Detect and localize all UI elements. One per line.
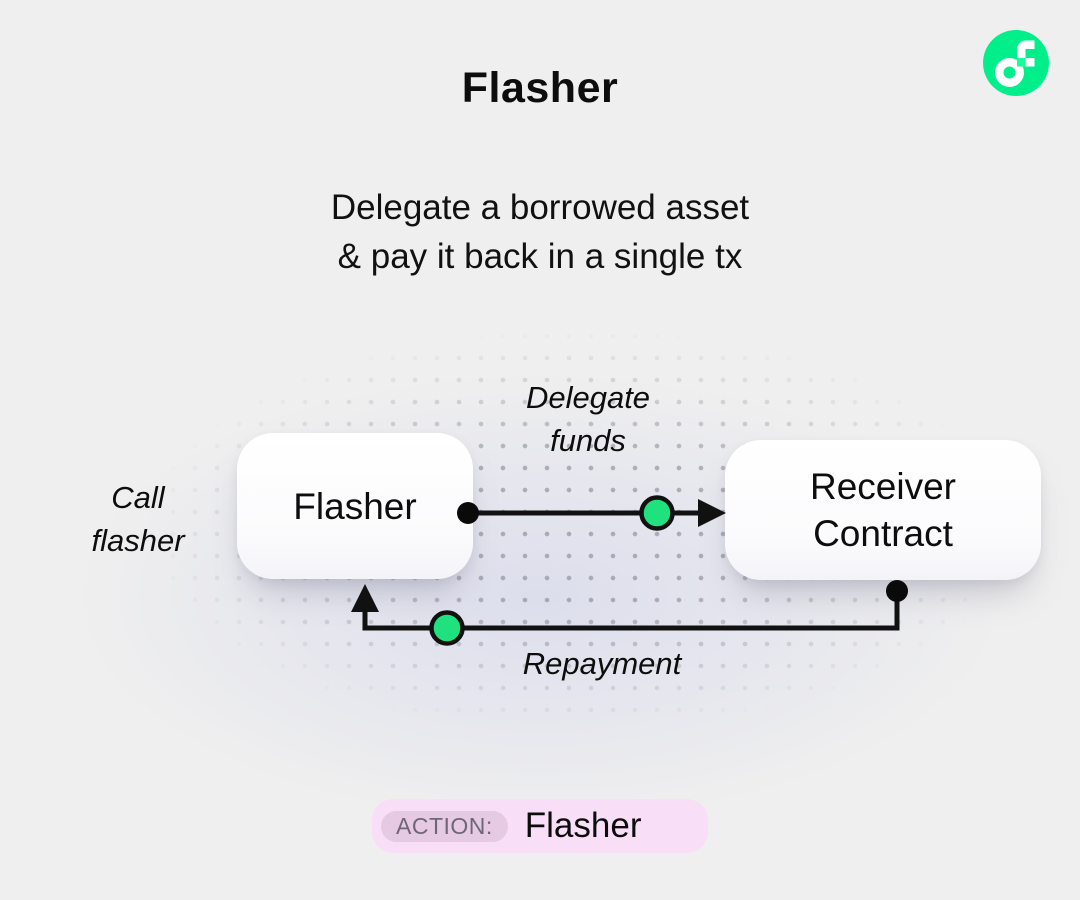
page-title: Flasher xyxy=(461,64,619,112)
action-badge: ACTION: Flasher xyxy=(372,799,708,853)
node-flasher: Flasher xyxy=(237,433,473,579)
repayment-green-node xyxy=(429,610,465,646)
node-receiver-label-line-2: Contract xyxy=(813,513,953,554)
flow-logo-accent-square xyxy=(1017,58,1026,67)
edge-label-call-flasher: Call flasher xyxy=(38,476,238,562)
repayment-arrow-line xyxy=(362,591,900,631)
repayment-start-dot xyxy=(886,580,908,602)
action-chip: ACTION: xyxy=(381,810,508,842)
node-flasher-label: Flasher xyxy=(293,485,417,527)
subtitle-line-2: & pay it back in a single tx xyxy=(337,237,743,276)
call-label-line-1: Call xyxy=(111,480,165,515)
page-subtitle: Delegate a borrowed asset & pay it back … xyxy=(0,183,1080,281)
delegate-label-line-1: Delegate xyxy=(525,380,651,415)
subtitle-line-1: Delegate a borrowed asset xyxy=(330,188,750,227)
repayment-arrowhead xyxy=(351,584,379,612)
delegate-green-node xyxy=(639,495,675,531)
action-chip-label: ACTION: xyxy=(396,812,493,839)
call-label-line-2: flasher xyxy=(91,523,185,558)
flow-logo-crossbar-square xyxy=(1025,58,1035,67)
edge-label-repayment: Repayment xyxy=(522,646,682,681)
delegate-arrowhead xyxy=(698,499,726,527)
flow-logo-donut-hole xyxy=(1003,66,1016,79)
edge-label-delegate-funds: Delegate funds xyxy=(458,376,718,462)
node-receiver-label: Receiver Contract xyxy=(810,463,956,557)
delegate-label-line-2: funds xyxy=(550,423,626,458)
action-value: Flasher xyxy=(524,806,642,845)
node-receiver-label-line-1: Receiver xyxy=(810,466,956,507)
node-receiver-contract: Receiver Contract xyxy=(725,440,1041,580)
flow-logo-icon xyxy=(983,30,1049,96)
